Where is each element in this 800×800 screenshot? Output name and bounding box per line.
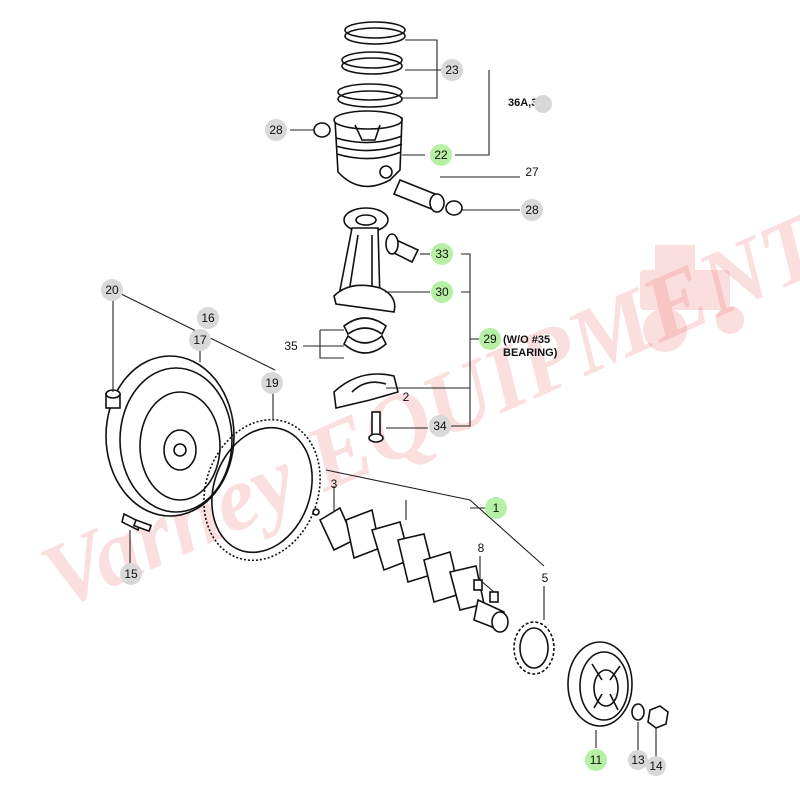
svg-text:2: 2 [403, 390, 410, 404]
svg-text:22: 22 [434, 148, 448, 162]
svg-text:20: 20 [105, 283, 119, 297]
callout-19[interactable]: 19 [261, 372, 283, 394]
crankshaft-gear [513, 621, 555, 675]
bearing-note-line1: (W/O #35 [503, 334, 550, 346]
callout-17[interactable]: 17 [189, 329, 211, 351]
callout-29[interactable]: 29 [479, 328, 501, 350]
callout-2[interactable]: 2 [403, 390, 410, 404]
dowel-pin [105, 389, 121, 409]
svg-text:34: 34 [433, 419, 447, 433]
svg-text:5: 5 [542, 571, 549, 585]
rod-bearing-shells [342, 317, 388, 354]
svg-text:17: 17 [193, 333, 207, 347]
svg-text:11: 11 [590, 753, 603, 767]
svg-text:8: 8 [478, 541, 485, 555]
callout-34[interactable]: 34 [429, 415, 451, 437]
snap-ring-right [445, 200, 463, 216]
svg-text:3: 3 [331, 477, 338, 491]
bearing-note-line2: BEARING) [503, 347, 558, 359]
callout-30[interactable]: 30 [431, 281, 453, 303]
svg-text:28: 28 [525, 203, 539, 217]
piston [333, 110, 403, 188]
callout-16[interactable]: 16 [197, 307, 219, 329]
svg-text:23: 23 [445, 63, 459, 77]
callout-3[interactable]: 3 [331, 477, 338, 491]
callout-33[interactable]: 33 [431, 243, 453, 265]
piston-set-note-bubble [534, 95, 552, 113]
callout-27[interactable]: 27 [525, 165, 539, 179]
svg-text:35: 35 [284, 339, 298, 353]
snap-ring-left [313, 122, 331, 138]
svg-text:19: 19 [265, 376, 279, 390]
small-end-bushing [385, 233, 420, 264]
leader-lines [112, 39, 657, 756]
svg-text:14: 14 [649, 759, 663, 773]
piston-rings [337, 21, 406, 108]
callout-23[interactable]: 23 [441, 59, 463, 81]
svg-text:28: 28 [269, 123, 283, 137]
washer [631, 703, 645, 721]
key-upper [473, 579, 483, 591]
callout-15[interactable]: 15 [120, 563, 142, 585]
callout-28-left[interactable]: 28 [265, 119, 287, 141]
callout-20[interactable]: 20 [101, 279, 123, 301]
rod-cap [333, 373, 399, 409]
svg-text:27: 27 [525, 165, 539, 179]
svg-text:15: 15 [124, 567, 138, 581]
svg-text:29: 29 [483, 332, 497, 346]
callout-11[interactable]: 11 [585, 749, 607, 771]
crankshaft [312, 506, 509, 633]
callout-8[interactable]: 8 [478, 541, 485, 555]
svg-text:33: 33 [435, 247, 449, 261]
callout-1[interactable]: 1 [485, 497, 507, 519]
rod-bolt [368, 411, 384, 443]
pulley-nut [647, 705, 669, 729]
callout-14[interactable]: 14 [646, 756, 666, 776]
tractor-logo [640, 245, 744, 352]
key-lower [489, 591, 499, 603]
piston-pin [392, 178, 445, 213]
callout-5[interactable]: 5 [542, 571, 549, 585]
crankshaft-pulley [567, 641, 633, 727]
svg-text:16: 16 [201, 311, 215, 325]
svg-text:1: 1 [493, 501, 500, 515]
svg-text:13: 13 [631, 753, 645, 767]
flywheel-bolt [121, 512, 153, 533]
svg-text:30: 30 [435, 285, 449, 299]
connecting-rod [333, 207, 396, 313]
callout-28-right[interactable]: 28 [521, 199, 543, 221]
callout-35[interactable]: 35 [284, 339, 298, 353]
callout-13[interactable]: 13 [628, 750, 648, 770]
flywheel [105, 355, 235, 517]
callout-22[interactable]: 22 [430, 144, 452, 166]
